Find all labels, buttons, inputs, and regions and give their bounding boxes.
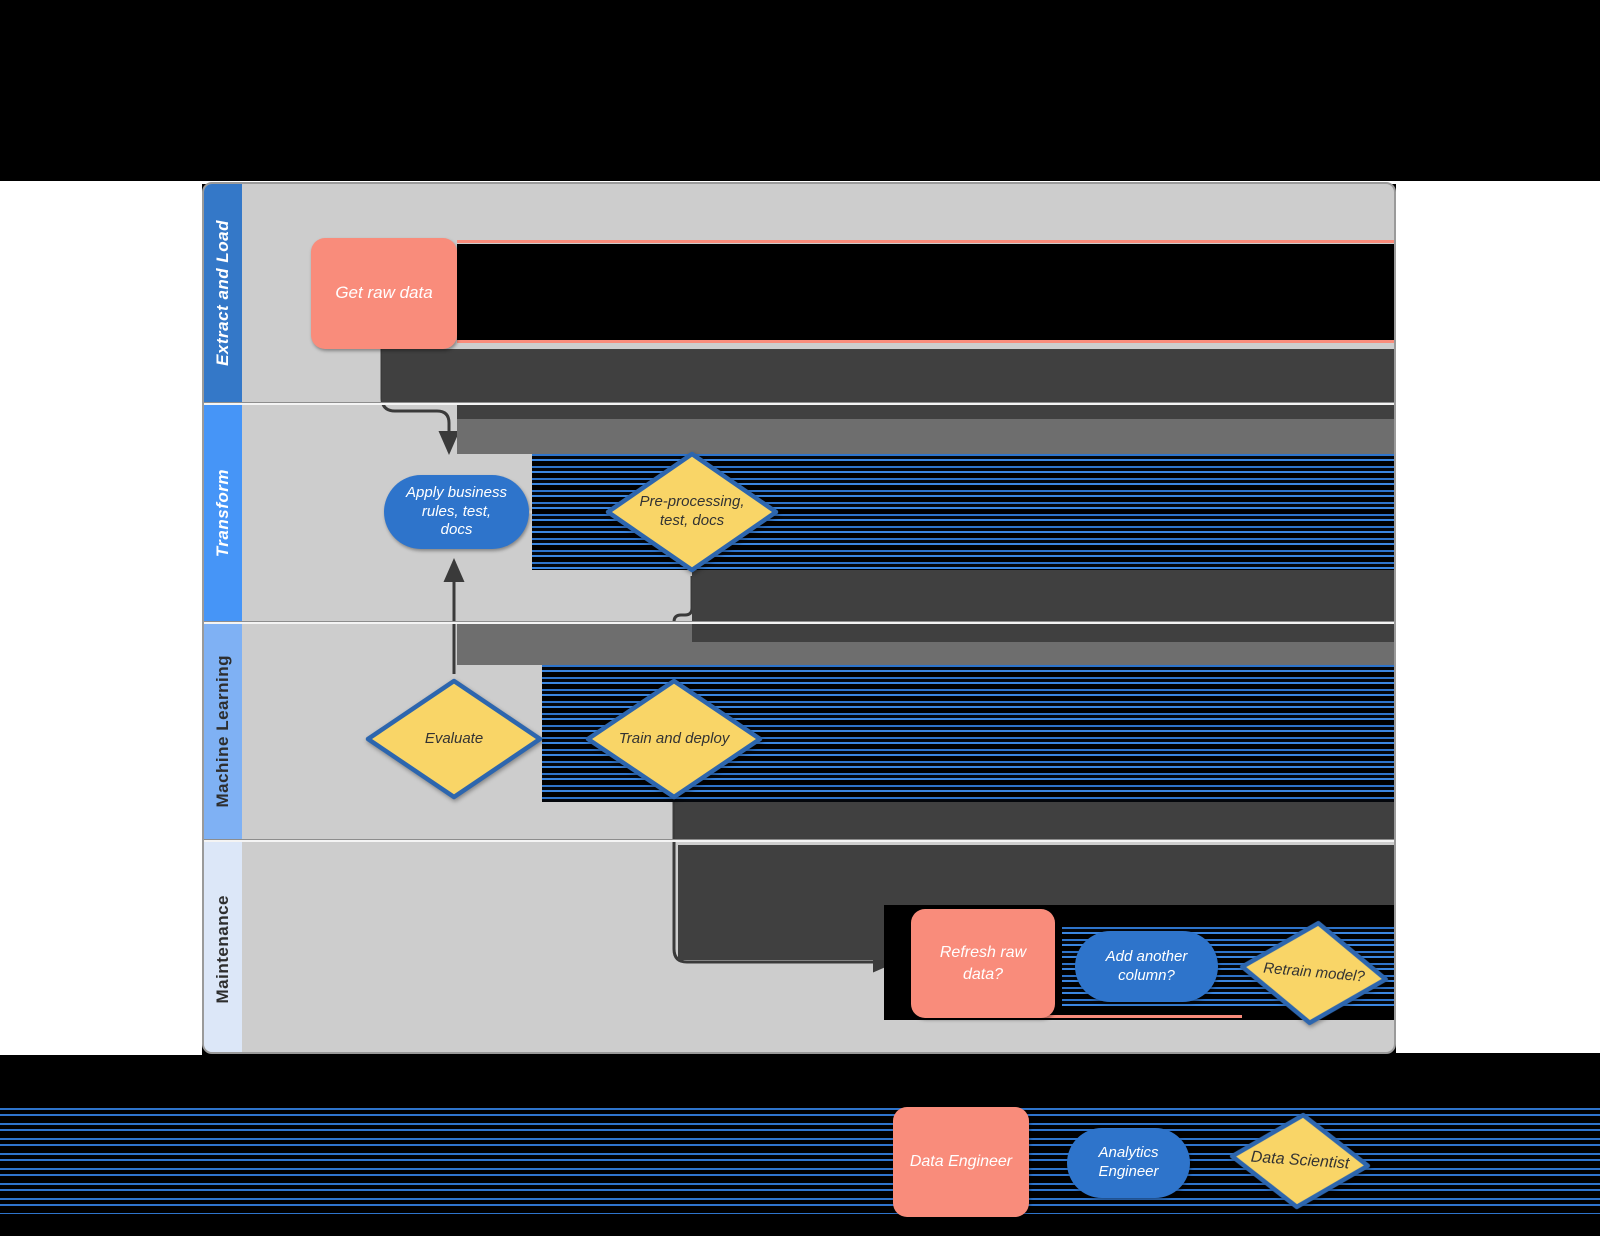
node-retrain-model[interactable]: Retrain model? — [1234, 913, 1394, 1034]
legend-analytics-engineer[interactable]: Analytics Engineer — [1067, 1128, 1190, 1198]
lane-header-maintenance: Maintenance — [204, 842, 242, 1052]
lane-divider-2 — [204, 621, 1394, 624]
artifact-line-salmon-lane4 — [1031, 1015, 1242, 1018]
diamond-shape — [585, 678, 763, 800]
artifact-line-salmon-top — [457, 240, 1394, 243]
lane-divider-1 — [204, 402, 1394, 405]
node-get-raw-data[interactable]: Get raw data — [311, 238, 457, 349]
artifact-block-lane2-dark-bottom — [692, 570, 1394, 621]
artifact-block-lane2-dark-top — [457, 405, 1394, 419]
node-apply-business-rules-label: Apply business rules, test, docs — [406, 483, 507, 539]
legend-data-scientist-label: Data Scientist — [1250, 1148, 1350, 1173]
lane-header-transform: Transform — [204, 405, 242, 621]
legend-analytics-engineer-label: Analytics Engineer — [1098, 1144, 1159, 1180]
left-margin — [0, 182, 202, 1055]
legend-data-engineer-label: Data Engineer — [909, 1153, 1013, 1171]
node-add-another-column-label: Add another column? — [1105, 947, 1188, 984]
right-margin — [1396, 184, 1600, 1053]
lane-divider-3 — [204, 839, 1394, 842]
node-train-and-deploy-label: Train and deploy — [618, 729, 730, 747]
diamond-shape — [1229, 1112, 1371, 1210]
artifact-block-lane4-dark — [678, 845, 1394, 905]
swimlane-diagram: Extract and Load Transform Machine Learn… — [202, 182, 1396, 1054]
node-train-and-deploy[interactable]: Train and deploy — [584, 677, 764, 801]
node-pre-processing-label: Pre-processing, test, docs — [639, 493, 745, 529]
node-refresh-raw-data-label: Refresh raw data? — [939, 943, 1027, 983]
diamond-shape — [365, 678, 543, 800]
lane-header-extract-and-load: Extract and Load — [204, 184, 242, 402]
node-pre-processing[interactable]: Pre-processing, test, docs — [604, 450, 780, 574]
artifact-block-lane3-dark-top — [692, 624, 1394, 642]
artifact-block-lane1-dark — [382, 349, 1394, 402]
artifact-block-lane4-stub — [678, 905, 884, 960]
node-add-another-column[interactable]: Add another column? — [1075, 931, 1218, 1002]
artifact-block-lane2-mid — [457, 419, 1394, 454]
artifact-block-lane1-black — [457, 244, 1394, 340]
artifact-block-lane3-dark-bottom — [675, 802, 1394, 839]
node-retrain-model-label: Retrain model? — [1262, 959, 1366, 986]
lane-header-machine-learning: Machine Learning — [204, 624, 242, 839]
legend-data-engineer[interactable]: Data Engineer — [893, 1107, 1029, 1217]
node-evaluate-label: Evaluate — [424, 729, 484, 747]
diamond-shape — [1240, 920, 1388, 1026]
artifact-line-salmon-bottom — [457, 340, 1394, 343]
diamond-shape — [605, 451, 779, 573]
node-evaluate[interactable]: Evaluate — [364, 677, 544, 801]
node-apply-business-rules[interactable]: Apply business rules, test, docs — [384, 475, 529, 549]
node-get-raw-data-label: Get raw data — [335, 283, 433, 303]
node-refresh-raw-data[interactable]: Refresh raw data? — [911, 909, 1055, 1018]
legend-data-scientist[interactable]: Data Scientist — [1225, 1106, 1376, 1216]
